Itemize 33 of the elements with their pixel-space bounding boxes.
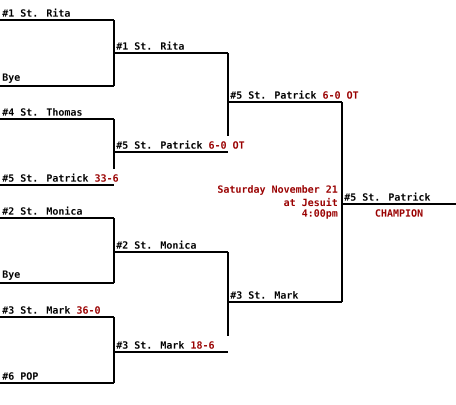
- bracket-slot: #5 St. Patrick 33-6: [0, 174, 118, 186]
- bracket-line: [227, 53, 229, 102]
- bracket-slot: #5 St. Patrick: [342, 192, 456, 205]
- bracket-slot: #2 St. Monica: [0, 206, 114, 219]
- bracket-slot: #5 St. Patrick 6-0 OT: [114, 140, 244, 153]
- bracket-slot: #6 POP: [0, 372, 114, 384]
- bracket-slot: #1 St. Rita: [0, 8, 114, 21]
- bracket-line: [227, 102, 229, 136]
- bracket-line: [113, 218, 115, 252]
- bracket-line: [341, 102, 343, 204]
- bracket-slot: #3 St. Mark: [228, 291, 342, 303]
- bracket-line: [113, 352, 115, 383]
- game-info: 4:00pm: [302, 209, 338, 219]
- champion-label: CHAMPION: [376, 209, 422, 217]
- bracket-line: [341, 204, 343, 302]
- bracket-slot: #2 St. Monica: [114, 240, 228, 253]
- bracket-line: [227, 252, 229, 302]
- bracket-line: [113, 152, 115, 169]
- bracket-slot: Bye: [0, 270, 114, 284]
- bracket-slot: #1 St. Rita: [114, 42, 228, 54]
- bracket-line: [227, 302, 229, 336]
- bracket-slot: #3 St. Mark 18-6: [114, 341, 228, 353]
- bracket-slot: #4 St. Thomas: [0, 108, 114, 120]
- bracket-line: [113, 53, 115, 86]
- bracket-slot: #3 St. Mark 36-0: [0, 306, 114, 318]
- bracket-line: [113, 252, 115, 283]
- bracket-line: [113, 20, 115, 53]
- bracket-line: [113, 119, 115, 152]
- game-info: Saturday November 21: [218, 185, 338, 195]
- game-info: at Jesuit: [284, 198, 338, 206]
- bracket-slot: #5 St. Patrick 6-0 OT: [228, 90, 358, 103]
- bracket-line: [113, 317, 115, 352]
- bracket-slot: Bye: [0, 73, 114, 87]
